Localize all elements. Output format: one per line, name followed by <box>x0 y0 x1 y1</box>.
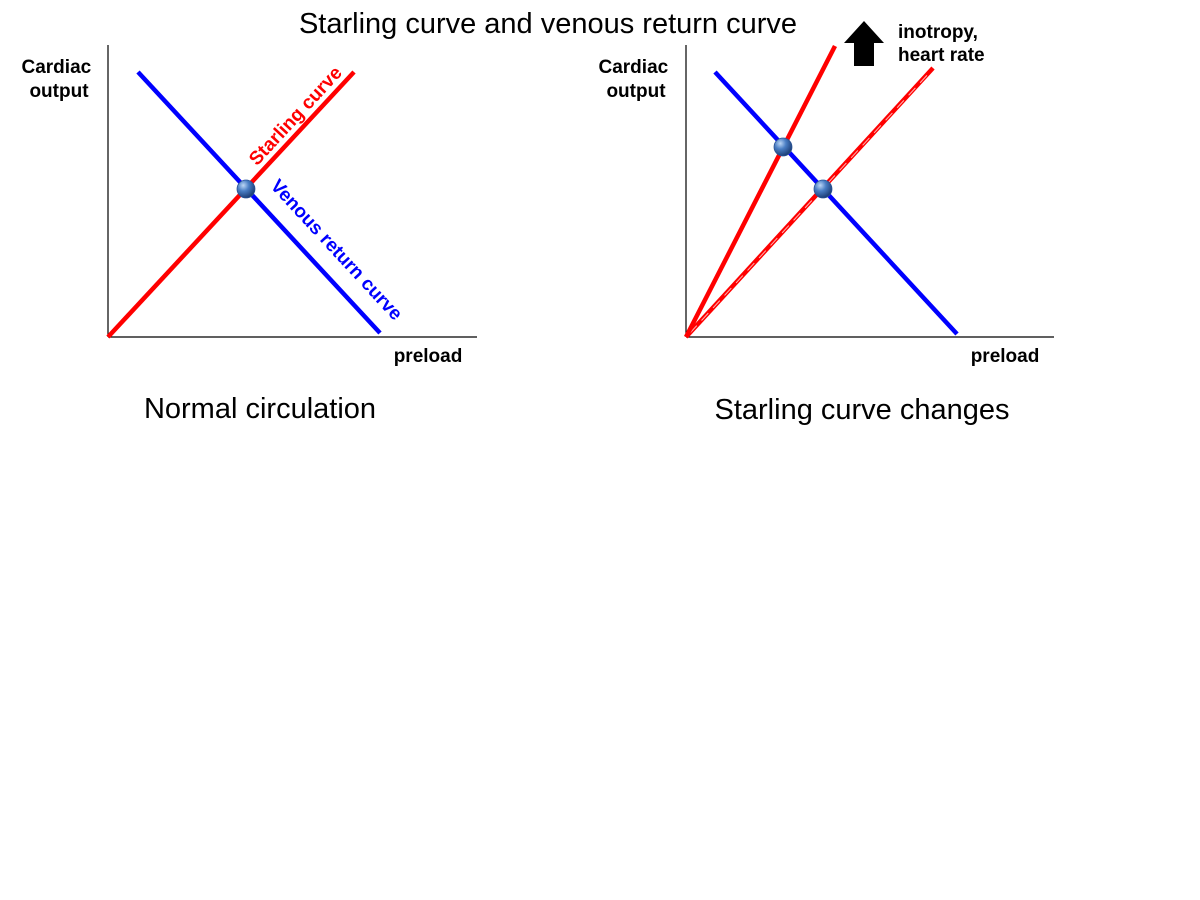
left-equilibrium-point <box>236 179 256 199</box>
right-annotation: inotropy, heart rate <box>898 22 985 66</box>
right-new-equilibrium-point <box>773 137 793 157</box>
right-y-axis-label: Cardiac output <box>599 57 674 102</box>
right-starling-curve-original-dash <box>689 71 931 334</box>
left-y-axis-label: Cardiac output <box>22 57 97 102</box>
left-starling-curve <box>106 70 356 339</box>
right-starling-curve-increased <box>683 44 838 339</box>
slide-title: Starling curve and venous return curve <box>299 8 797 40</box>
right-caption: Starling curve changes <box>715 394 1010 426</box>
left-x-axis-label: preload <box>394 346 463 367</box>
left-starling-curve-label: Starling curve <box>245 63 347 170</box>
right-x-axis-label: preload <box>971 346 1040 367</box>
right-venous-return-curve <box>713 70 959 336</box>
left-caption: Normal circulation <box>144 393 376 425</box>
up-arrow-icon <box>844 21 884 66</box>
left-panel: Cardiac output preload Starling curve Ve… <box>22 45 477 367</box>
right-original-equilibrium-point <box>813 179 833 199</box>
left-venous-curve-label: Venous return curve <box>266 176 406 325</box>
right-panel: Cardiac output preload inotropy, heart r… <box>599 21 1054 367</box>
left-venous-return-curve <box>136 70 382 335</box>
